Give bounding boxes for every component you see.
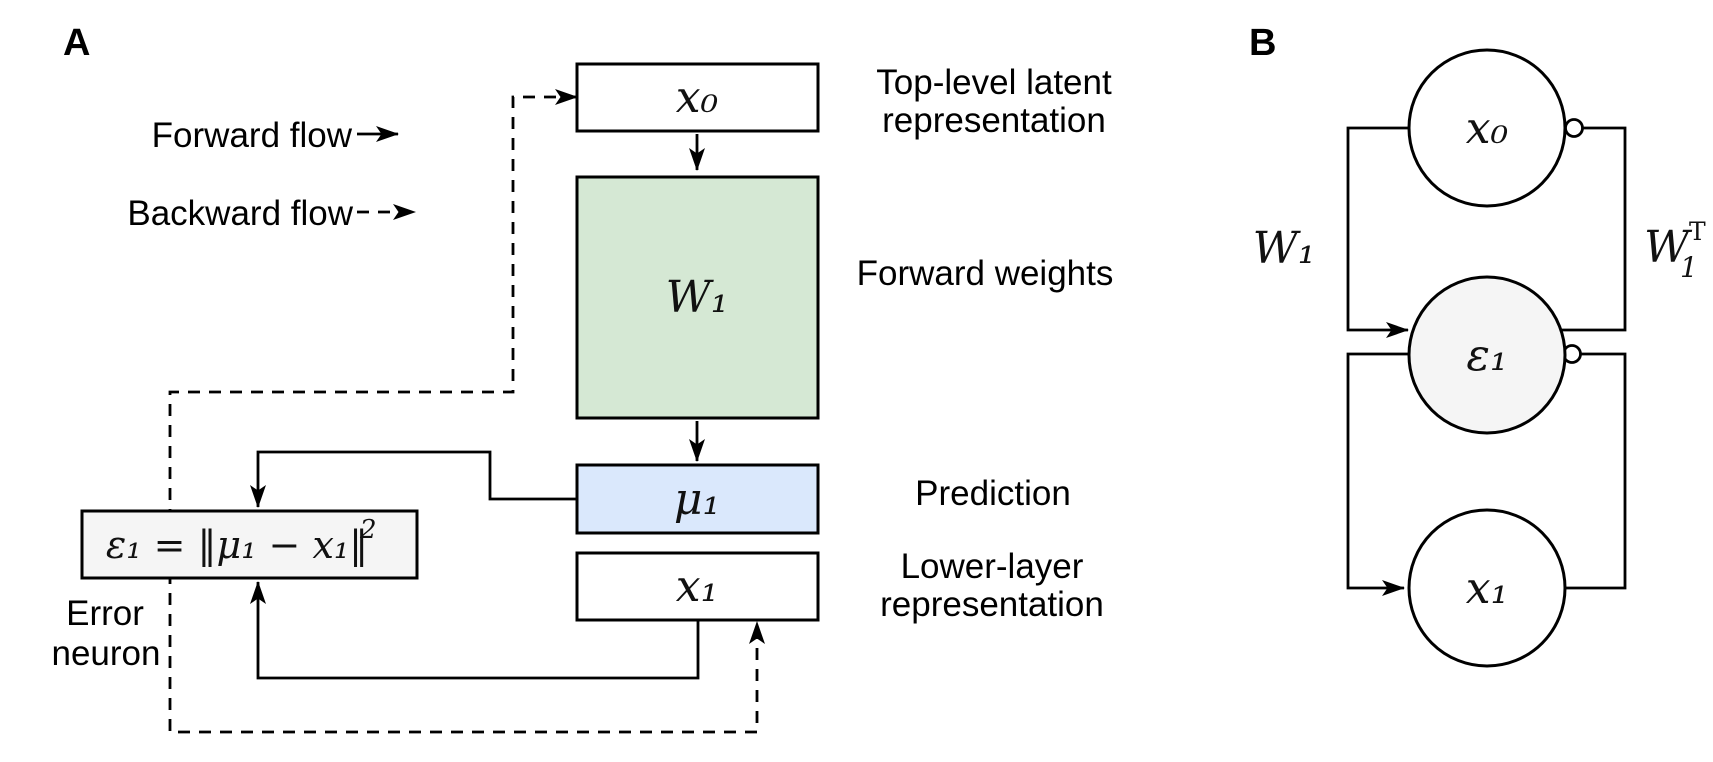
annotation-error-neuron-line1: Error: [66, 594, 144, 633]
error-neuron-box: [80, 509, 419, 580]
neuron-x1-label: x₁: [1466, 563, 1508, 614]
annotation-error-neuron-line2: neuron: [52, 634, 161, 673]
neuron-eps1: [1407, 275, 1567, 435]
neuron-x0-label: x₀: [1466, 103, 1509, 154]
x1-box-label: x₁: [676, 561, 718, 612]
arrow-x1-to-error: [250, 581, 700, 680]
forward-weights-box: [575, 175, 820, 420]
annotation-prediction: Prediction: [915, 474, 1071, 513]
weight-w1-label: W₁: [1253, 223, 1316, 274]
x1-box: [575, 551, 820, 622]
error-equation-exponent: 2: [359, 515, 377, 545]
legend-backward-flow-label: Backward flow: [127, 194, 353, 233]
annotation-lower-layer-line1: Lower-layer: [901, 547, 1084, 586]
annotation-top-level-latent-line1: Top-level latent: [876, 63, 1112, 102]
forward-weights-box-label: W₁: [666, 272, 729, 323]
edge-b-x1-to-eps1: [1565, 352, 1627, 590]
prediction-box: [575, 463, 820, 535]
x0-box-label: x₀: [676, 72, 719, 123]
edge-b-eps1-to-x0-w1t: [1561, 126, 1627, 332]
weight-w1t-superscript: T: [1689, 217, 1706, 246]
prediction-box-label: μ₁: [674, 474, 720, 525]
neuron-x0: [1407, 48, 1567, 208]
arrow-mu1-to-error: [250, 450, 577, 508]
annotation-forward-weights: Forward weights: [857, 254, 1114, 293]
x0-box: [575, 62, 820, 133]
inhibitory-terminal-x0-icon: [1564, 118, 1584, 138]
neuron-x1: [1407, 508, 1567, 668]
weight-w1t-subscript: 1: [1680, 251, 1698, 284]
panel-a-label: A: [63, 22, 90, 64]
annotation-top-level-latent-line2: representation: [882, 101, 1106, 140]
legend-forward-flow-label: Forward flow: [152, 116, 353, 155]
arrow-b-x0-to-eps1-w1: [1346, 126, 1409, 338]
error-equation: ε₁ = ‖μ₁ − x₁‖: [106, 523, 368, 567]
annotation-lower-layer-line2: representation: [880, 585, 1104, 624]
neuron-eps1-label: ε₁: [1466, 330, 1507, 381]
arrow-b-eps1-to-x1: [1346, 352, 1413, 596]
panel-b-label: B: [1249, 22, 1276, 64]
weight-w1t-base: W: [1644, 222, 1693, 273]
backward-flow-dashed-arrow: [168, 89, 765, 734]
